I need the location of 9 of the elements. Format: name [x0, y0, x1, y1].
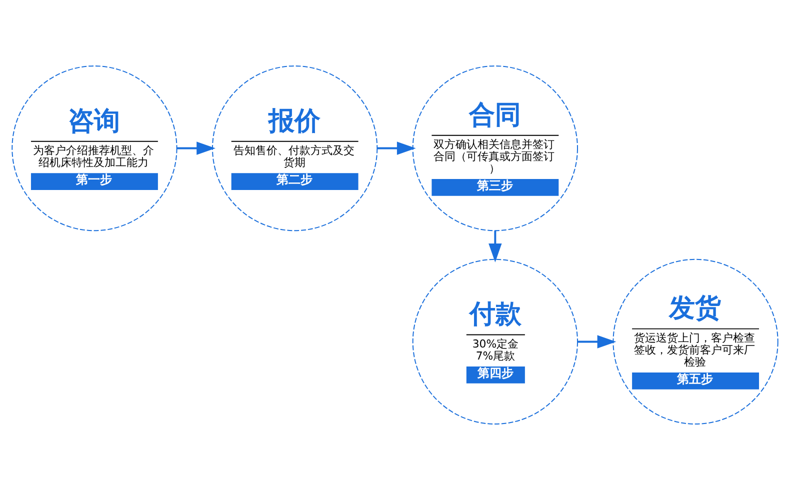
- node-circle: 发货 货运送货上门，客户检查签收，发货前客户可来厂检验 第五步: [612, 258, 778, 425]
- node-circle: 咨询 为客户介绍推荐机型、介绍机床特性及加工能力 第一步: [12, 65, 178, 232]
- arrow: [177, 142, 216, 155]
- arrow: [377, 142, 416, 155]
- node-circle: 付款 30%定金 7%尾款 第四步: [412, 258, 578, 425]
- node-circle: 合同 双方确认相关信息并签订合同（可传真或方面签订） 第三步: [412, 65, 578, 232]
- arrow: [578, 335, 616, 348]
- node-circle: 报价 告知售价、付款方式及交货期 第二步: [212, 65, 378, 232]
- arrow: [488, 230, 502, 262]
